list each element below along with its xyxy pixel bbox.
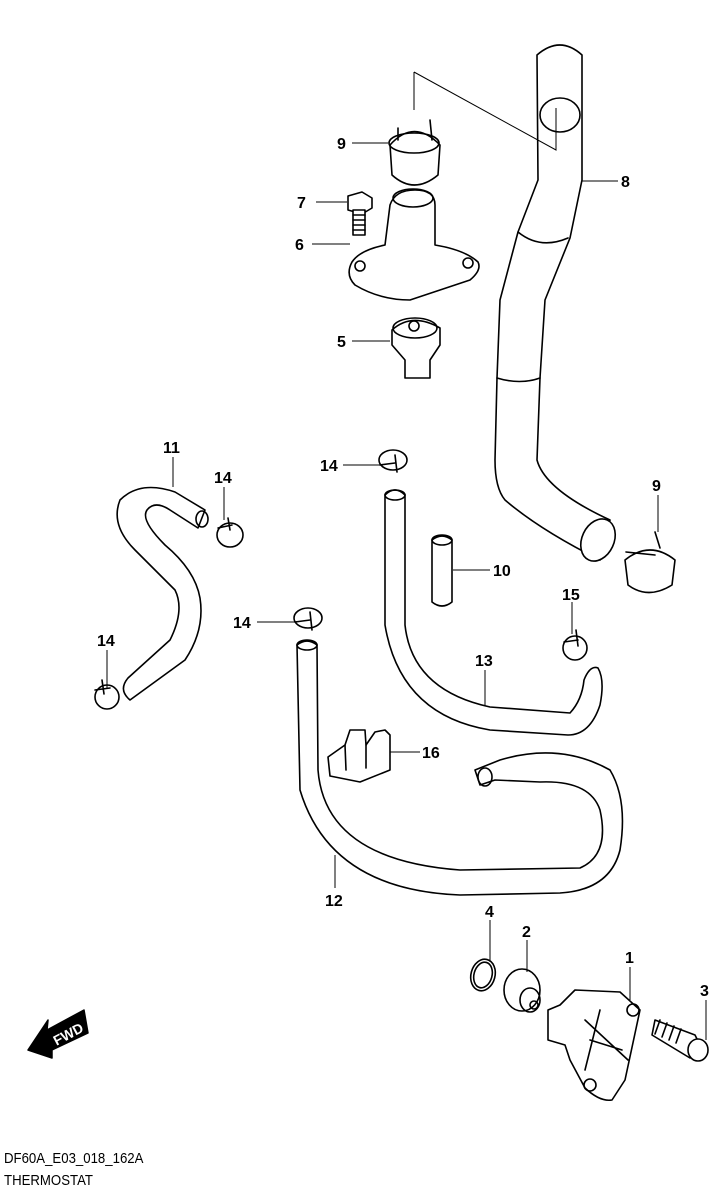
- callout-14-b: 14: [97, 633, 115, 650]
- part-3-bolt[interactable]: [651, 1019, 709, 1062]
- part-8-hose[interactable]: [494, 44, 622, 567]
- callout-9-top: 9: [337, 136, 346, 153]
- part-9-clamp-top[interactable]: [388, 119, 441, 186]
- part-5-thermostat[interactable]: [391, 317, 441, 379]
- callout-6: 6: [295, 237, 304, 254]
- part-9-clamp-lower[interactable]: [624, 531, 676, 594]
- leader-lines: [106, 142, 707, 1040]
- diagram-title: THERMOSTAT: [4, 1172, 93, 1189]
- part-14-clamp-c[interactable]: [378, 449, 408, 473]
- callout-14-c: 14: [320, 458, 338, 475]
- part-2-seal[interactable]: [503, 968, 541, 1013]
- callout-9-lower: 9: [652, 478, 661, 495]
- callout-7: 7: [297, 195, 306, 212]
- callout-3: 3: [700, 983, 709, 1000]
- part-1-cover[interactable]: [547, 989, 641, 1102]
- callout-2: 2: [522, 924, 531, 941]
- leader-8-to-9: [413, 71, 557, 151]
- diagram-code: DF60A_E03_018_162A: [4, 1150, 144, 1167]
- callout-12: 12: [325, 893, 343, 910]
- fwd-arrow-icon: FWD: [27, 1009, 89, 1059]
- callout-1: 1: [625, 950, 634, 967]
- callout-4: 4: [485, 904, 494, 921]
- part-11-hose[interactable]: [116, 486, 209, 701]
- part-6-housing[interactable]: [348, 188, 480, 301]
- part-7-bolt[interactable]: [347, 191, 373, 236]
- part-15-clamp[interactable]: [562, 629, 588, 661]
- part-13-hose[interactable]: [384, 489, 603, 736]
- part-16-bracket[interactable]: [327, 729, 391, 783]
- part-12-hose[interactable]: [296, 639, 624, 896]
- callout-15: 15: [562, 587, 580, 604]
- callout-11: 11: [163, 440, 180, 457]
- callout-14-a: 14: [214, 470, 232, 487]
- part-10-hose[interactable]: [431, 534, 453, 607]
- callout-14-d: 14: [233, 615, 251, 632]
- callout-13: 13: [475, 653, 493, 670]
- part-14-clamp-a[interactable]: [216, 517, 244, 548]
- callout-16: 16: [422, 745, 440, 762]
- part-4-o-ring[interactable]: [467, 956, 498, 993]
- part-14-clamp-d[interactable]: [293, 607, 323, 631]
- callout-10: 10: [493, 563, 511, 580]
- callout-8: 8: [621, 174, 630, 191]
- callout-5: 5: [337, 334, 346, 351]
